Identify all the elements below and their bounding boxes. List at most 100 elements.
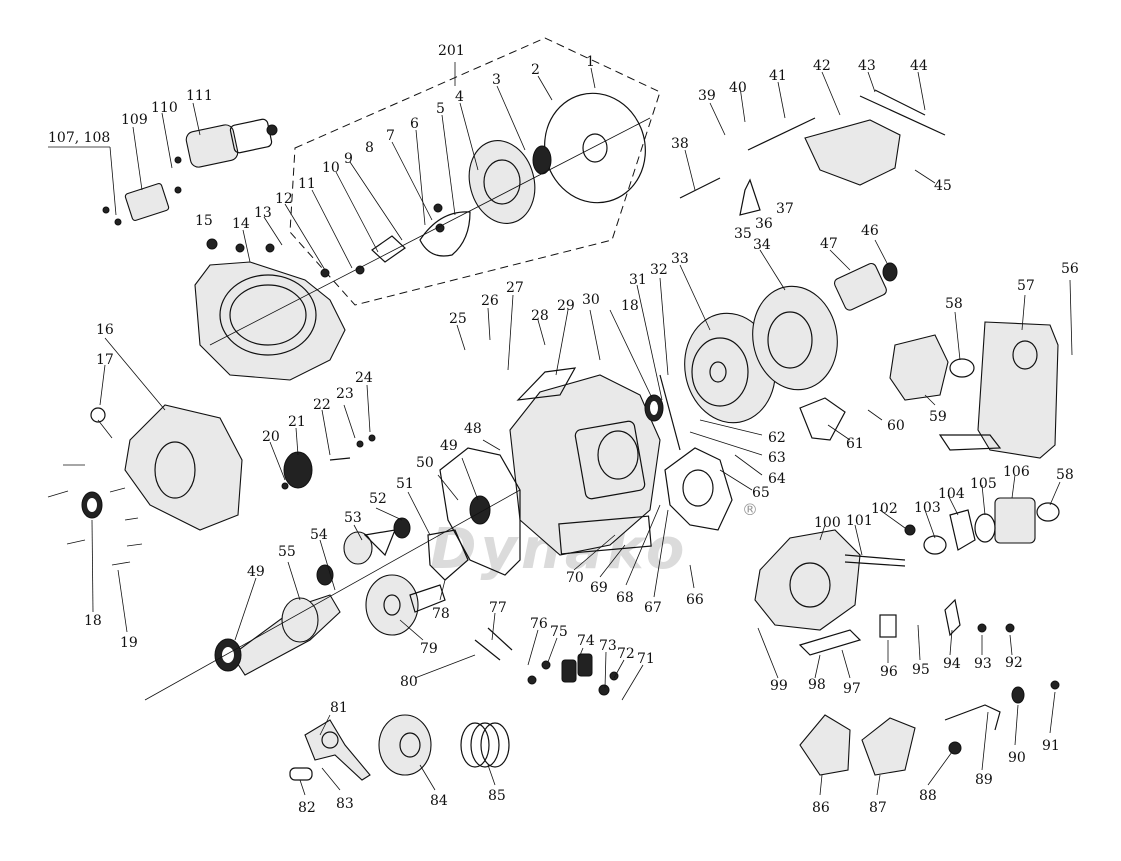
label-14: 14 [232, 216, 250, 232]
label-39: 39 [698, 88, 716, 104]
label-87: 87 [869, 800, 887, 816]
throttle-cover [747, 89, 946, 186]
label-8: 8 [365, 140, 374, 156]
label-42: 42 [813, 58, 831, 74]
label-84: 84 [430, 793, 448, 809]
cooling-fan [752, 285, 838, 391]
label-65: 65 [752, 485, 770, 501]
nut-92 [1005, 623, 1015, 633]
label-91: 91 [1042, 738, 1060, 754]
label-105: 105 [970, 476, 997, 492]
connecting-rod [304, 719, 371, 781]
label-102: 102 [871, 501, 898, 517]
label-66: 66 [686, 592, 704, 608]
valve-77 [487, 627, 513, 651]
label-30: 30 [582, 292, 600, 308]
camshaft-gear [365, 574, 446, 636]
label-4: 4 [455, 89, 464, 105]
label-96: 96 [880, 664, 898, 680]
label-21: 21 [288, 414, 306, 430]
label-75: 75 [550, 624, 568, 640]
label-77: 77 [489, 600, 507, 616]
recoil-starter [209, 92, 651, 346]
oil-seal-flywheel-bore [650, 401, 658, 415]
bracket-61 [799, 397, 846, 441]
nut-93 [977, 623, 987, 633]
carburetor [904, 497, 1060, 555]
label-32: 32 [650, 262, 668, 278]
label-55: 55 [278, 544, 296, 560]
label-17: 17 [96, 352, 114, 368]
label-100: 100 [814, 515, 841, 531]
label-68: 68 [616, 590, 634, 606]
label-93: 93 [974, 656, 992, 672]
label-48: 48 [464, 421, 482, 437]
piston-pin-82 [289, 767, 313, 781]
bracket-36 [739, 178, 761, 216]
label-10: 10 [322, 160, 340, 176]
label-27: 27 [506, 280, 524, 296]
label-13: 13 [254, 205, 272, 221]
label-67: 67 [644, 600, 662, 616]
watermark-registered-mark: ® [742, 500, 758, 519]
crankshaft [144, 489, 521, 701]
label-57: 57 [1017, 278, 1035, 294]
starter-solenoid [102, 156, 182, 226]
label-36: 36 [755, 216, 773, 232]
head-gasket [664, 447, 733, 531]
air-filter-cover [861, 717, 916, 776]
label-26: 26 [481, 293, 499, 309]
label-23: 23 [336, 386, 354, 402]
label-58-upper: 58 [945, 296, 963, 312]
label-2: 2 [531, 62, 540, 78]
label-47: 47 [820, 236, 838, 252]
label-89: 89 [975, 772, 993, 788]
label-99: 99 [770, 678, 788, 694]
label-11: 11 [298, 176, 316, 192]
piston-rings [460, 722, 510, 768]
label-24: 24 [355, 370, 373, 386]
label-82: 82 [298, 800, 316, 816]
valve-80 [474, 639, 501, 661]
label-106: 106 [1003, 464, 1030, 480]
group-201-boundary [289, 37, 661, 306]
oil-seal-left [81, 491, 103, 519]
label-86: 86 [812, 800, 830, 816]
crankcase-gasket [439, 447, 521, 576]
wing-nut-88 [948, 741, 962, 755]
piston [378, 714, 432, 776]
cylinder-head [754, 529, 906, 631]
label-18-right: 18 [621, 298, 639, 314]
governor-assembly [281, 434, 376, 490]
label-29: 29 [557, 298, 575, 314]
label-80: 80 [400, 674, 418, 690]
label-25: 25 [449, 311, 467, 327]
label-73: 73 [599, 638, 617, 654]
label-15: 15 [195, 213, 213, 229]
label-50: 50 [416, 455, 434, 471]
valve-springs [527, 653, 619, 696]
label-44: 44 [910, 58, 928, 74]
label-85: 85 [488, 788, 506, 804]
label-71: 71 [637, 651, 655, 667]
label-46: 46 [861, 223, 879, 239]
crankcase-cover [90, 404, 243, 531]
label-54: 54 [310, 527, 328, 543]
ignition-coil [833, 262, 898, 311]
label-98: 98 [808, 677, 826, 693]
label-5: 5 [436, 101, 445, 117]
label-31: 31 [629, 272, 647, 288]
bracket-96 [879, 614, 897, 638]
clip-91 [1050, 680, 1060, 690]
label-63: 63 [768, 450, 786, 466]
label-104: 104 [938, 486, 965, 502]
label-78: 78 [432, 606, 450, 622]
label-69: 69 [590, 580, 608, 596]
label-6: 6 [410, 116, 419, 132]
label-70: 70 [566, 570, 584, 586]
cover-98 [798, 629, 862, 656]
label-62: 62 [768, 430, 786, 446]
bearing-52 [393, 517, 411, 539]
